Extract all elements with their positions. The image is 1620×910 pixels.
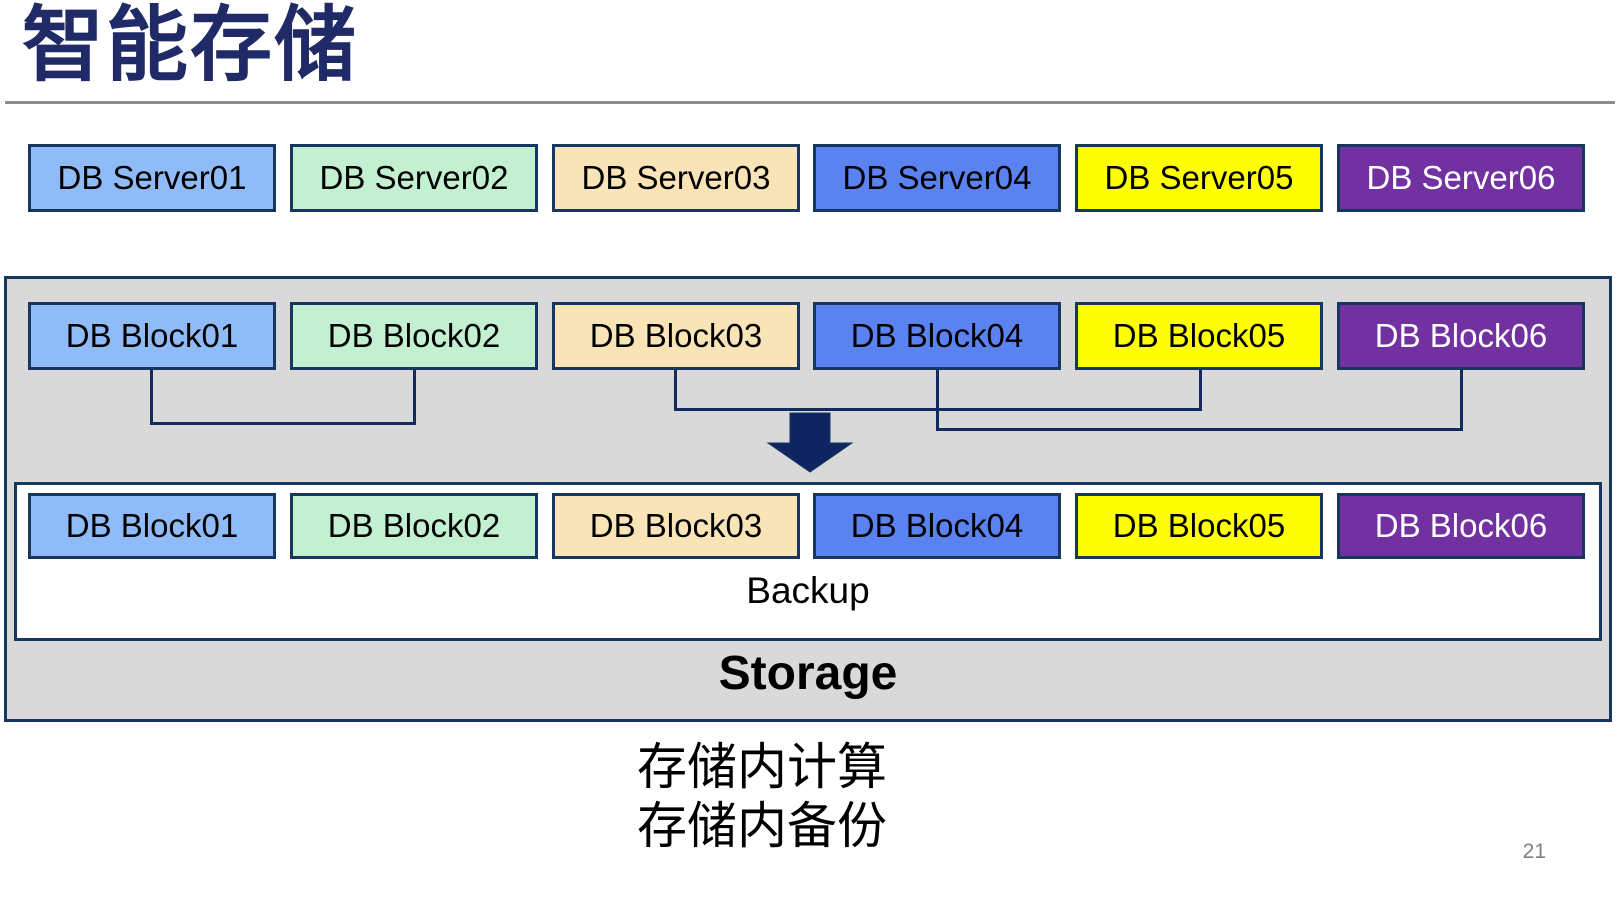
db-block02-bottom-box: DB Block02 — [290, 493, 538, 559]
db-block02-top-box: DB Block02 — [290, 302, 538, 370]
db-block05-top-box: DB Block05 — [1075, 302, 1323, 370]
db-block01-bottom-box: DB Block01 — [28, 493, 276, 559]
db-block04-top-box: DB Block04 — [813, 302, 1061, 370]
caption-line-1: 存储内计算 — [637, 739, 887, 795]
connector-block04-vertical — [936, 370, 939, 431]
connector-block05-vertical — [1199, 370, 1202, 411]
db-block03-top-box: DB Block03 — [552, 302, 800, 370]
db-block05-bottom-box: DB Block05 — [1075, 493, 1323, 559]
db-server06-box: DB Server06 — [1337, 144, 1585, 212]
title-divider — [5, 101, 1615, 104]
connector-block03-vertical — [674, 370, 677, 411]
slide-title: 智能存储 — [22, 0, 359, 91]
connector-block01-vertical — [150, 370, 153, 425]
connector-block02-vertical — [413, 370, 416, 425]
db-block06-top-box: DB Block06 — [1337, 302, 1585, 370]
db-server05-box: DB Server05 — [1075, 144, 1323, 212]
db-block04-bottom-box: DB Block04 — [813, 493, 1061, 559]
storage-label: Storage — [718, 647, 898, 700]
db-server04-box: DB Server04 — [813, 144, 1061, 212]
connector-block04-06-horizontal — [936, 428, 1463, 431]
down-arrow-icon — [766, 412, 854, 473]
db-block01-top-box: DB Block01 — [28, 302, 276, 370]
backup-label: Backup — [746, 570, 870, 611]
db-server01-box: DB Server01 — [28, 144, 276, 212]
connector-block01-02-horizontal — [150, 422, 416, 425]
db-block03-bottom-box: DB Block03 — [552, 493, 800, 559]
caption-line-2: 存储内备份 — [637, 798, 887, 854]
db-server03-box: DB Server03 — [552, 144, 800, 212]
db-server02-box: DB Server02 — [290, 144, 538, 212]
caption-block: 存储内计算 存储内备份 — [637, 738, 887, 856]
connector-block06-vertical — [1460, 370, 1463, 431]
page-number: 21 — [1522, 840, 1546, 863]
db-block06-bottom-box: DB Block06 — [1337, 493, 1585, 559]
